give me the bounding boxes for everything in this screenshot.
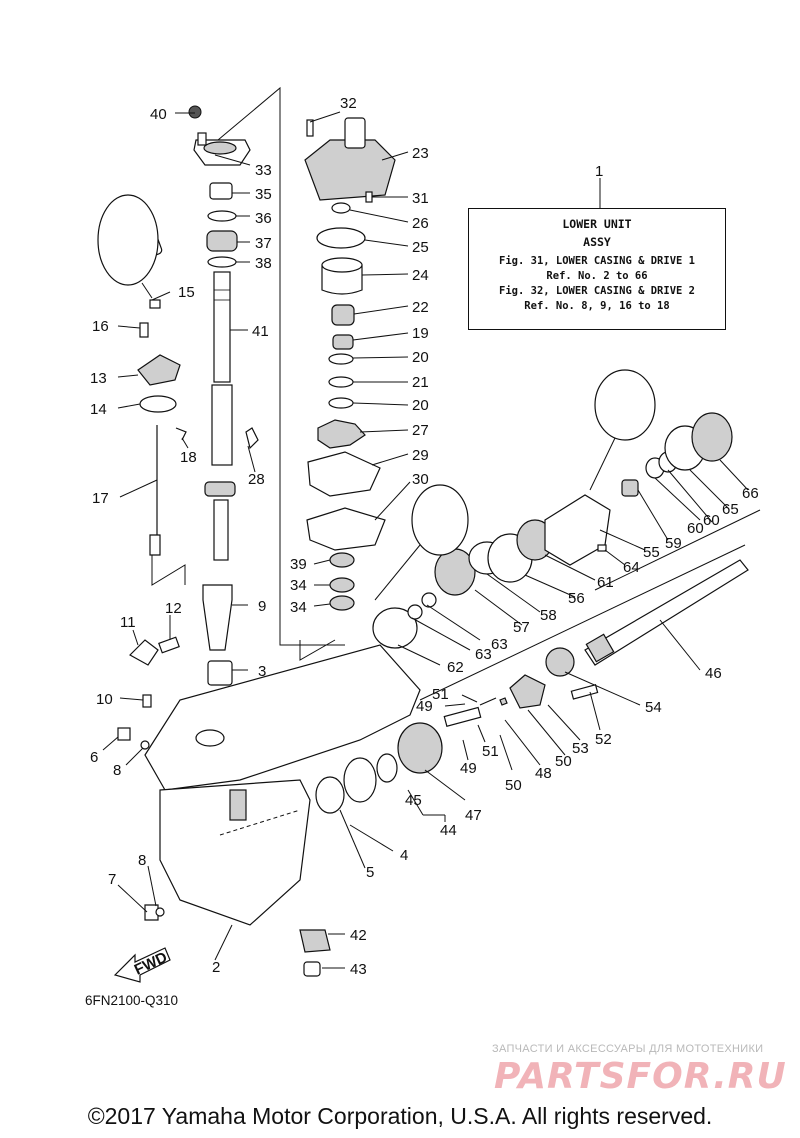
callout-10: 10 — [96, 691, 113, 708]
callout-34b: 34 — [290, 599, 307, 616]
callout-53: 53 — [572, 740, 589, 757]
callout-23: 23 — [412, 145, 429, 162]
callout-20b: 20 — [412, 397, 429, 414]
callout-22: 22 — [412, 299, 429, 316]
callout-2: 2 — [212, 959, 220, 976]
callout-33: 33 — [255, 162, 272, 179]
callout-20a: 20 — [412, 349, 429, 366]
drawing-code: 6FN2100-Q310 — [85, 993, 179, 1008]
callout-42: 42 — [350, 927, 367, 944]
callout-29: 29 — [412, 447, 429, 464]
callout-7: 7 — [108, 871, 116, 888]
callout-24: 24 — [412, 267, 429, 284]
callout-63b: 63 — [491, 636, 508, 653]
callout-35: 35 — [255, 186, 272, 203]
callout-6: 6 — [90, 749, 98, 766]
grease-detail-insets — [97, 194, 656, 601]
callout-8a: 8 — [113, 762, 121, 779]
callout-50b: 50 — [505, 777, 522, 794]
callout-60b: 60 — [703, 512, 720, 529]
note-line-3: Fig. 32, LOWER CASING & DRIVE 2 — [499, 285, 695, 297]
water-pump-parts — [304, 117, 396, 611]
callout-1: 1 — [595, 163, 603, 180]
callout-8b: 8 — [138, 852, 146, 869]
note-line-1: Fig. 31, LOWER CASING & DRIVE 1 — [499, 255, 695, 267]
callout-66: 66 — [742, 485, 759, 502]
callout-31: 31 — [412, 190, 429, 207]
copyright-notice: ©2017 Yamaha Motor Corporation, U.S.A. A… — [87, 1103, 713, 1129]
lower-casing — [144, 644, 421, 926]
callout-56: 56 — [568, 590, 585, 607]
callout-30: 30 — [412, 471, 429, 488]
callout-19: 19 — [412, 325, 429, 342]
callout-46: 46 — [705, 665, 722, 682]
callout-15: 15 — [178, 284, 195, 301]
note-title: LOWER UNIT — [562, 217, 632, 231]
callout-11: 11 — [120, 614, 136, 631]
shift-rod-parts: M — [106, 210, 187, 750]
callout-27: 27 — [412, 422, 429, 439]
callout-34a: 34 — [290, 577, 307, 594]
callout-43: 43 — [350, 961, 367, 978]
callout-49a: 49 — [416, 698, 433, 715]
callout-numbers: 1 2 3 4 5 6 7 8 8 9 10 11 12 13 14 15 16… — [90, 95, 759, 978]
callout-12: 12 — [165, 600, 182, 617]
note-line-4: Ref. No. 8, 9, 16 to 18 — [524, 300, 670, 312]
callout-49b: 49 — [460, 760, 477, 777]
callout-18: 18 — [180, 449, 197, 466]
callout-17: 17 — [92, 490, 109, 507]
callout-28: 28 — [248, 471, 265, 488]
callout-45: 45 — [405, 792, 422, 809]
callout-44: 44 — [440, 822, 457, 839]
callout-41: 41 — [252, 323, 269, 340]
watermark-logo: PARTSFOR.RU — [494, 1056, 787, 1097]
callout-62: 62 — [447, 659, 464, 676]
callout-59: 59 — [665, 535, 682, 552]
callout-60a: 60 — [687, 520, 704, 537]
callout-48: 48 — [535, 765, 552, 782]
callout-58: 58 — [540, 607, 557, 624]
callout-37: 37 — [255, 235, 272, 252]
callout-63a: 63 — [475, 646, 492, 663]
driveshaft-parts — [188, 105, 259, 686]
callout-9: 9 — [258, 598, 266, 615]
callout-13: 13 — [90, 370, 107, 387]
callout-51a: 51 — [432, 686, 449, 703]
callout-40: 40 — [150, 106, 167, 123]
leader-lines — [102, 111, 749, 969]
callout-61: 61 — [597, 574, 614, 591]
callout-39: 39 — [290, 556, 307, 573]
note-line-2: Ref. No. 2 to 66 — [546, 270, 648, 282]
callout-21: 21 — [412, 374, 429, 391]
callout-38: 38 — [255, 255, 272, 272]
watermark-caption: ЗАПЧАСТИ И АКСЕССУАРЫ ДЛЯ МОТОТЕХНИКИ — [492, 1043, 764, 1055]
callout-26: 26 — [412, 215, 429, 232]
callout-52: 52 — [595, 731, 612, 748]
callout-4: 4 — [400, 847, 408, 864]
callout-57: 57 — [513, 619, 530, 636]
callout-3: 3 — [258, 663, 266, 680]
callout-64: 64 — [623, 559, 640, 576]
callout-50a: 50 — [555, 753, 572, 770]
fwd-arrow: FWD — [113, 947, 171, 983]
callout-51b: 51 — [482, 743, 499, 760]
callout-32: 32 — [340, 95, 357, 112]
callout-47: 47 — [465, 807, 482, 824]
note-subtitle: ASSY — [583, 235, 611, 249]
fwd-arrow-label: FWD — [132, 949, 170, 979]
callout-54: 54 — [645, 699, 662, 716]
gearcase-parts — [299, 412, 749, 977]
lower-unit-note-box: LOWER UNIT ASSY Fig. 31, LOWER CASING & … — [468, 208, 726, 330]
callout-5: 5 — [366, 864, 374, 881]
callout-36: 36 — [255, 210, 272, 227]
callout-25: 25 — [412, 239, 429, 256]
callout-16: 16 — [92, 318, 109, 335]
callout-55: 55 — [643, 544, 660, 561]
callout-14: 14 — [90, 401, 107, 418]
callout-65: 65 — [722, 501, 739, 518]
